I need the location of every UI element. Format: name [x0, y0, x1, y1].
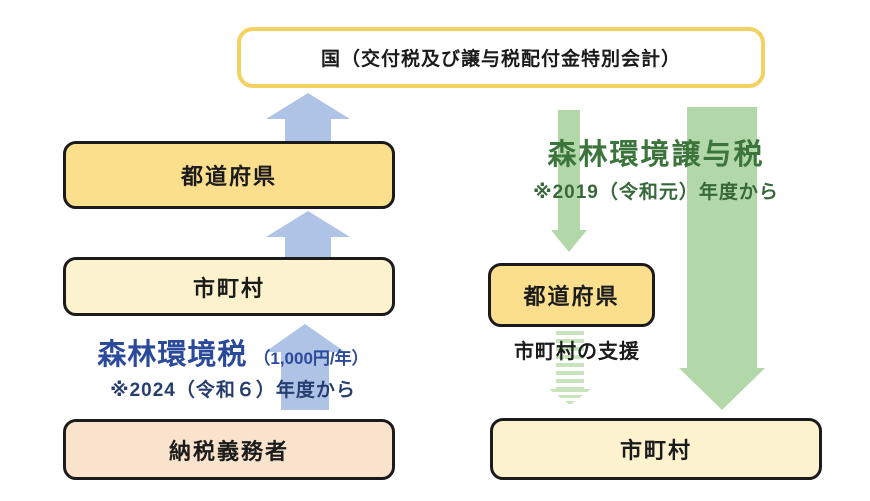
municipality-support-label: 市町村の支援 — [514, 341, 640, 363]
up-arrow-municipality-to-prefecture — [266, 211, 350, 257]
municipality-box-right: 市町村 — [490, 418, 822, 480]
down-arrow-national-to-prefecture — [551, 110, 587, 252]
arrow-head — [265, 324, 345, 352]
arrow-shaft — [687, 107, 757, 368]
national-account-label: 国（交付税及び譲与税配付金特別会計） — [320, 49, 681, 70]
forest-env-transfer-tax-title: 森林環境譲与税 — [547, 139, 765, 171]
prefecture-box-right: 都道府県 — [488, 263, 655, 327]
taxpayer-label: 納税義務者 — [168, 438, 289, 464]
arrow-shaft — [285, 237, 331, 257]
forest-env-tax-note: ※2024（令和６）年度から — [110, 380, 356, 401]
arrow-shaft — [285, 119, 331, 141]
forest-env-transfer-tax-caption: 森林環境譲与税 ※2019（令和元）年度から — [495, 131, 817, 204]
dashed-arrow-head — [549, 389, 591, 405]
up-arrow-taxpayer-to-municipality — [265, 324, 345, 410]
forest-env-tax-caption-line1: 森林環境税 （1,000円/年） — [55, 331, 411, 373]
arrow-head — [551, 230, 587, 252]
dashed-arrow-shaft — [556, 331, 584, 389]
arrow-shaft — [281, 352, 329, 410]
municipality-box-left: 市町村 — [63, 257, 395, 316]
prefecture-label-right: 都道府県 — [523, 284, 620, 309]
up-arrow-prefecture-to-national — [266, 93, 350, 141]
forest-env-transfer-tax-note: ※2019（令和元）年度から — [533, 182, 779, 203]
dashed-down-arrow-prefecture-to-municipality — [549, 331, 591, 405]
forest-env-tax-caption: 森林環境税 （1,000円/年） ※2024（令和６）年度から — [55, 331, 411, 402]
municipality-label-right: 市町村 — [619, 438, 692, 463]
arrow-head — [266, 211, 350, 237]
arrow-head — [679, 368, 765, 410]
taxpayer-box: 納税義務者 — [63, 419, 395, 480]
prefecture-box-left: 都道府県 — [63, 141, 395, 209]
arrow-head — [266, 93, 350, 119]
prefecture-label-left: 都道府県 — [180, 164, 277, 189]
forest-env-tax-title: 森林環境税 — [97, 339, 248, 371]
forest-env-tax-amount: （1,000円/年） — [253, 349, 369, 368]
municipality-label-left: 市町村 — [192, 275, 265, 301]
down-arrow-national-to-municipality — [679, 107, 765, 410]
arrow-shaft — [558, 110, 580, 230]
national-account-box: 国（交付税及び譲与税配付金特別会計） — [237, 27, 765, 88]
